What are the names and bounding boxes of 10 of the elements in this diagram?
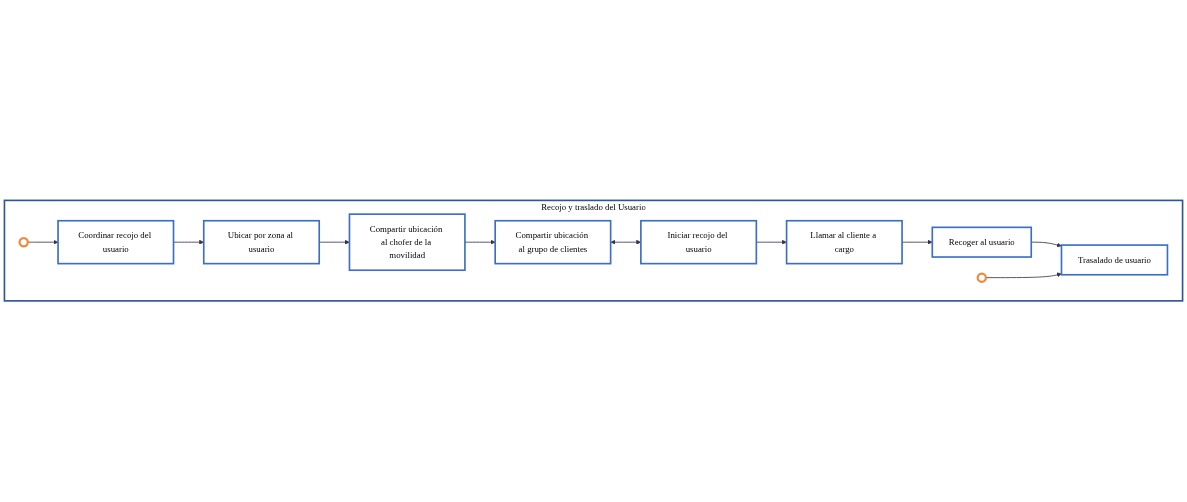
node-box: Coordinar recojo del usuario [57,220,175,265]
node-box: Iniciar recojo del usuario [640,220,758,265]
node-box: Recoger al usuario [931,226,1033,259]
node-circle [976,272,987,284]
node-box: Compartir ubicación al chofer de la movilidad [348,213,466,272]
node-circle [18,237,29,248]
node-box: Trasalado de usuario [1060,244,1169,276]
node-box: Compartir ubicación al grupo de clientes [494,220,612,265]
node-box: Llamar al cliente a cargo [785,220,903,265]
node-box: Ubicar por zona al usuario [202,220,321,265]
